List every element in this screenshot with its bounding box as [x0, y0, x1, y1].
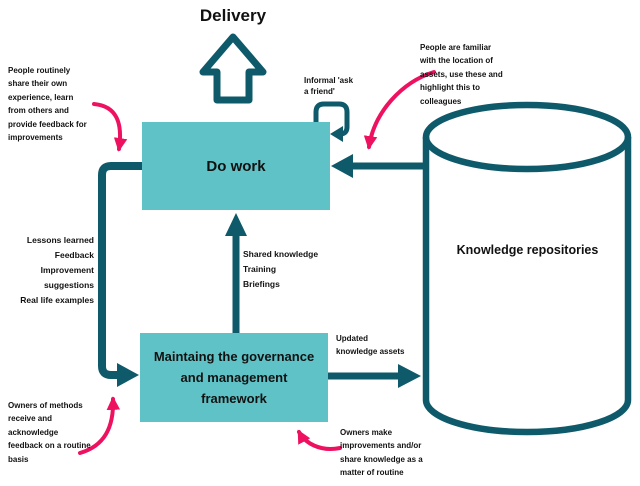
work-to-governance-feedback-path	[98, 162, 142, 387]
owners-make-pointer-arrow	[297, 429, 342, 451]
annotation-updated-knowledge-assets: Updated knowledge assets	[336, 334, 405, 356]
annotation-familiar-with-location: People are familiar with the location of…	[420, 43, 503, 106]
delivery-label: Delivery	[199, 6, 267, 25]
annotation-owners-make-improvements: Owners make improvements and/or share kn…	[340, 428, 423, 478]
knowledge-repository-cylinder	[422, 101, 632, 436]
cylinder-top	[422, 101, 632, 173]
cylinder-body	[422, 137, 632, 436]
annotation-share-experience: People routinely share their own experie…	[8, 66, 87, 143]
governance-to-repository-arrow	[328, 364, 421, 388]
delivery-arrow	[199, 33, 267, 104]
do-work-box: Do work	[142, 122, 330, 210]
annotation-shared-knowledge-training: Shared knowledge Training Briefings	[243, 249, 319, 289]
annotation-informal-ask-a-friend: Informal 'ask a friend'	[304, 76, 354, 96]
do-work-label: Do work	[206, 157, 266, 175]
governance-framework-box: Maintaing the governance and management …	[140, 333, 328, 422]
governance-framework-label: Maintaing the governance and management …	[153, 349, 315, 406]
annotation-lessons-learned: Lessons learned Feedback Improvement sug…	[20, 235, 94, 305]
knowledge-repositories-label: Knowledge repositories	[456, 243, 599, 257]
repository-to-work-arrow	[331, 154, 424, 178]
annotation-owners-receive-feedback: Owners of methods receive and acknowledg…	[8, 401, 91, 464]
